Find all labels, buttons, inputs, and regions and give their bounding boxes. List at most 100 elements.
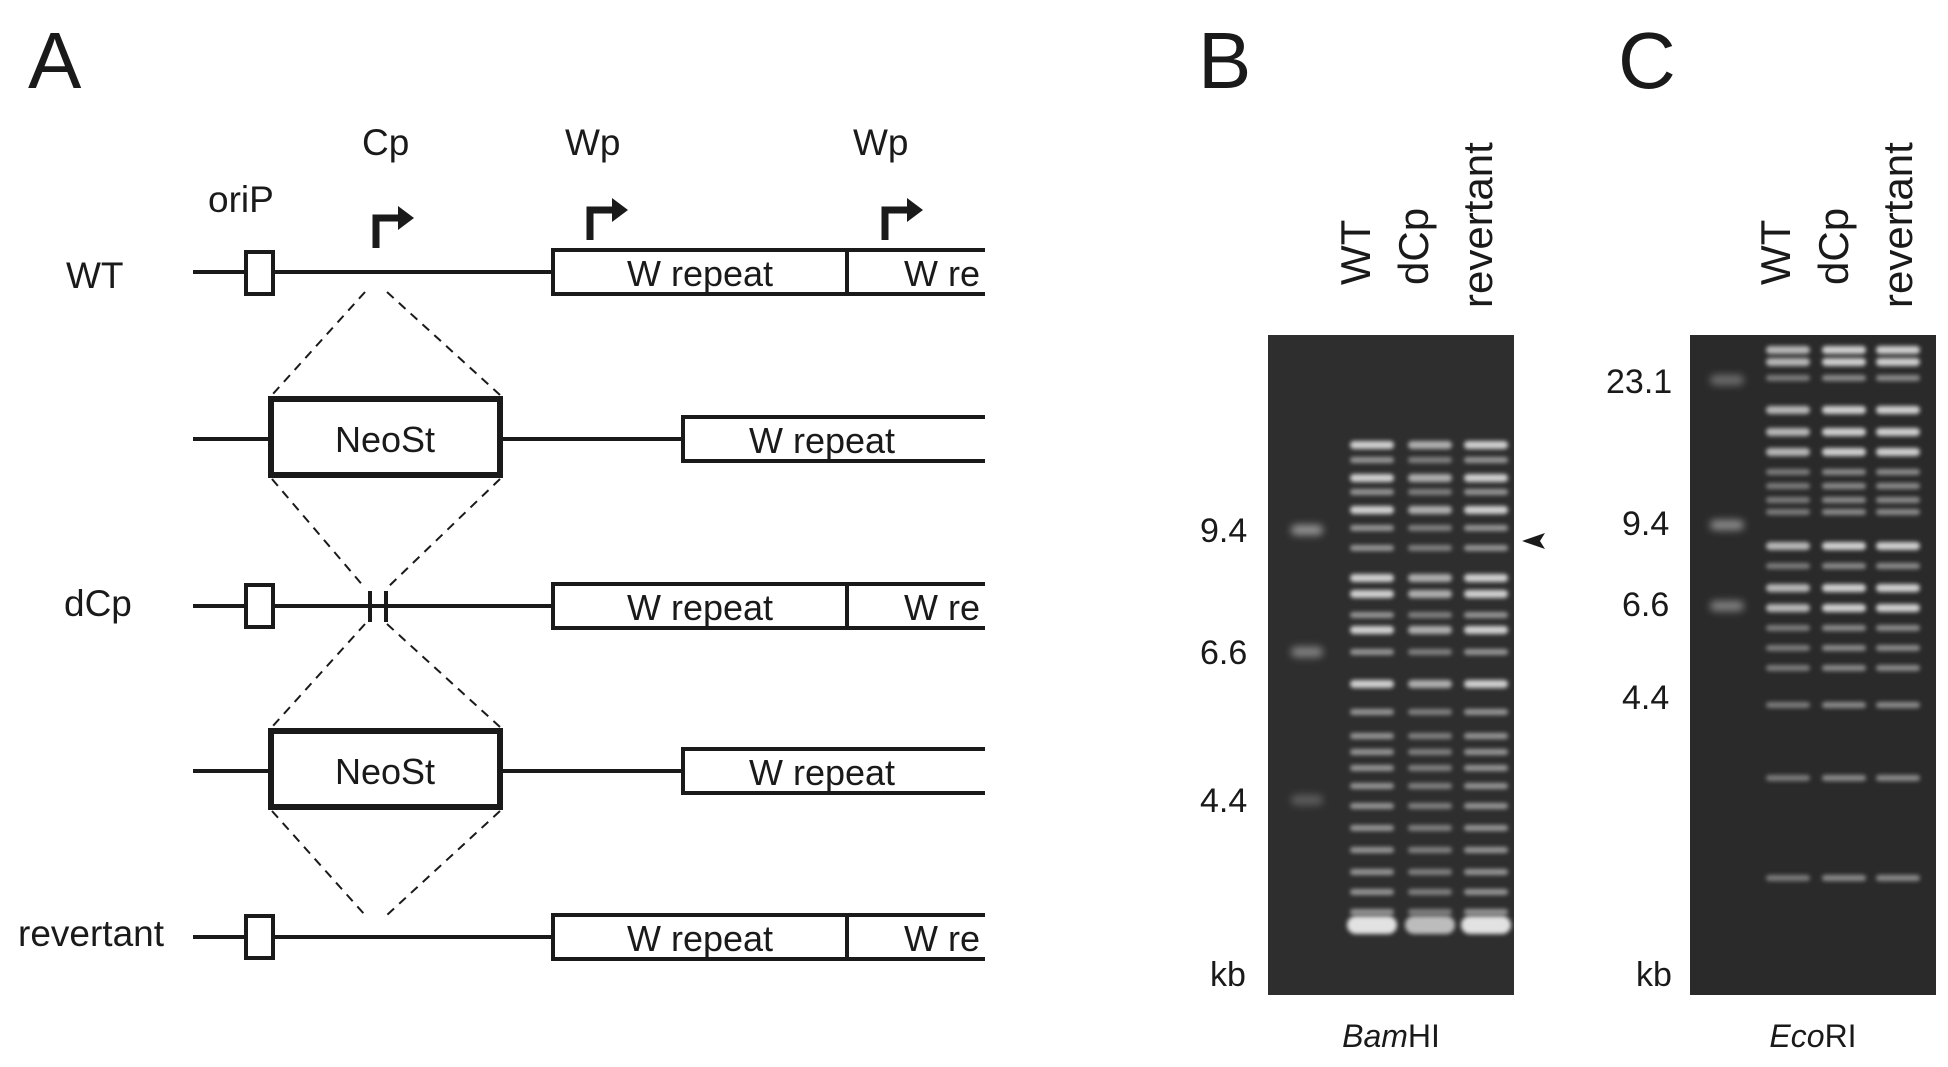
gel-b-unit: kb	[1210, 956, 1246, 994]
gel-b-band	[1350, 825, 1394, 831]
gel-c-band	[1766, 604, 1810, 612]
promoter-cp-label: Cp	[362, 122, 409, 163]
panel-label-c: C	[1618, 16, 1676, 105]
gel-c-marker-6-6: 6.6	[1622, 586, 1669, 624]
gel-b-band	[1464, 765, 1508, 771]
w-repeat-label: W repeat	[749, 752, 895, 793]
gel-c-band	[1766, 702, 1810, 708]
gel-b-band	[1408, 626, 1452, 634]
gel-c-band	[1822, 469, 1866, 475]
gel-c-band	[1822, 428, 1866, 436]
gel-b-band	[1464, 506, 1508, 514]
gel-b-marker-6-6: 6.6	[1200, 634, 1247, 672]
gel-c-band	[1766, 497, 1810, 503]
gel-b-band	[1464, 909, 1508, 915]
gel-c-band	[1876, 448, 1920, 456]
gel-c-unit: kb	[1636, 956, 1672, 994]
gel-c-band	[1766, 665, 1810, 671]
gel-b-band	[1408, 749, 1452, 755]
oriP-box	[244, 583, 275, 629]
promoter-arrowhead-cp	[398, 206, 414, 230]
revertant-construct: W repeat W re	[193, 913, 985, 961]
gel-b-band	[1350, 680, 1394, 688]
gel-c-marker-band	[1710, 375, 1744, 385]
w-repeat-cut-label: W re	[904, 918, 980, 959]
gel-b-bands	[1291, 441, 1511, 934]
gel-c-marker-23-1: 23.1	[1606, 363, 1672, 401]
gel-b-band	[1350, 474, 1394, 482]
gel-b-band	[1408, 733, 1452, 739]
gel-b-band	[1408, 574, 1452, 582]
gel-c-band	[1822, 563, 1866, 569]
gel-c-band	[1876, 775, 1920, 781]
gel-b-marker-band	[1291, 647, 1323, 657]
gel-c-band	[1766, 375, 1810, 381]
gel-c-enzyme: EcoRI	[1769, 1018, 1856, 1054]
gel-b-band	[1405, 916, 1455, 934]
gel-b-band	[1350, 590, 1394, 598]
gel-c-band	[1822, 483, 1866, 489]
gel-c-band	[1876, 702, 1920, 708]
gel-b-band	[1464, 574, 1508, 582]
gel-c-band	[1876, 346, 1920, 354]
gel-b-band	[1350, 733, 1394, 739]
gel-c-marker-4-4: 4.4	[1622, 679, 1669, 717]
gel-b-band	[1408, 612, 1452, 618]
neost-label-1: NeoSt	[335, 419, 435, 460]
panel-label-b: B	[1198, 16, 1251, 105]
w-repeat-box-cut	[845, 248, 985, 296]
gel-c-band	[1822, 346, 1866, 354]
gel-b-band	[1408, 649, 1452, 655]
gel-c-band	[1766, 875, 1810, 881]
gel-c-band	[1766, 775, 1810, 781]
gel-c-band	[1822, 406, 1866, 414]
gel-b-marker-band	[1291, 525, 1323, 535]
gel-b-band	[1464, 545, 1508, 551]
promoter-arrow-cp	[372, 214, 400, 248]
gel-c-band	[1766, 406, 1810, 414]
gel-b-band	[1408, 825, 1452, 831]
gel-b-band	[1464, 626, 1508, 634]
w-repeat-label: W repeat	[627, 253, 773, 294]
gel-b-band	[1350, 506, 1394, 514]
oriP-box	[244, 250, 275, 296]
neost-construct-1: NeoSt W repeat	[193, 396, 985, 478]
gel-c-band	[1766, 645, 1810, 651]
gel-b-band	[1464, 869, 1508, 875]
gel-c-marker-9-4: 9.4	[1622, 505, 1669, 543]
gel-b-band	[1350, 749, 1394, 755]
row-label-revertant: revertant	[18, 913, 165, 954]
gel-b-band	[1408, 489, 1452, 495]
oriP-box	[244, 914, 275, 960]
panel-label-a: A	[28, 16, 82, 105]
gel-b-band	[1350, 803, 1394, 809]
w-repeat-label: W repeat	[749, 420, 895, 461]
gel-b-band	[1408, 869, 1452, 875]
w-repeat-label: W repeat	[627, 918, 773, 959]
gel-b-band	[1408, 680, 1452, 688]
gel-b-band	[1464, 457, 1508, 463]
gel-b-band	[1350, 457, 1394, 463]
gel-c-band	[1822, 625, 1866, 631]
gel-c-band	[1876, 406, 1920, 414]
promoter-wp-label-1: Wp	[565, 122, 621, 163]
neost-label-2: NeoSt	[335, 751, 435, 792]
gel-b-band	[1461, 916, 1511, 934]
gel-c-band	[1876, 428, 1920, 436]
gel-c-band	[1822, 584, 1866, 592]
gel-b-band	[1464, 847, 1508, 853]
gel-b-band	[1464, 590, 1508, 598]
gel-b-band	[1350, 525, 1394, 531]
gel-b-band	[1408, 803, 1452, 809]
gel-b-band	[1464, 612, 1508, 618]
panel-c: C WT dCp revertant 23.1 9.4 6.6 4.4 kb E…	[1606, 16, 1936, 1054]
gel-c-band	[1822, 509, 1866, 515]
gel-c-band	[1766, 542, 1810, 550]
panel-a: A oriP Cp Wp Wp WT dCp revertant	[18, 16, 985, 961]
gel-b-band	[1408, 590, 1452, 598]
promoter-wp-label-2: Wp	[853, 122, 909, 163]
w-repeat-box	[681, 747, 985, 795]
gel-c-band	[1876, 665, 1920, 671]
gel-b-lane-wt: WT	[1332, 220, 1379, 285]
